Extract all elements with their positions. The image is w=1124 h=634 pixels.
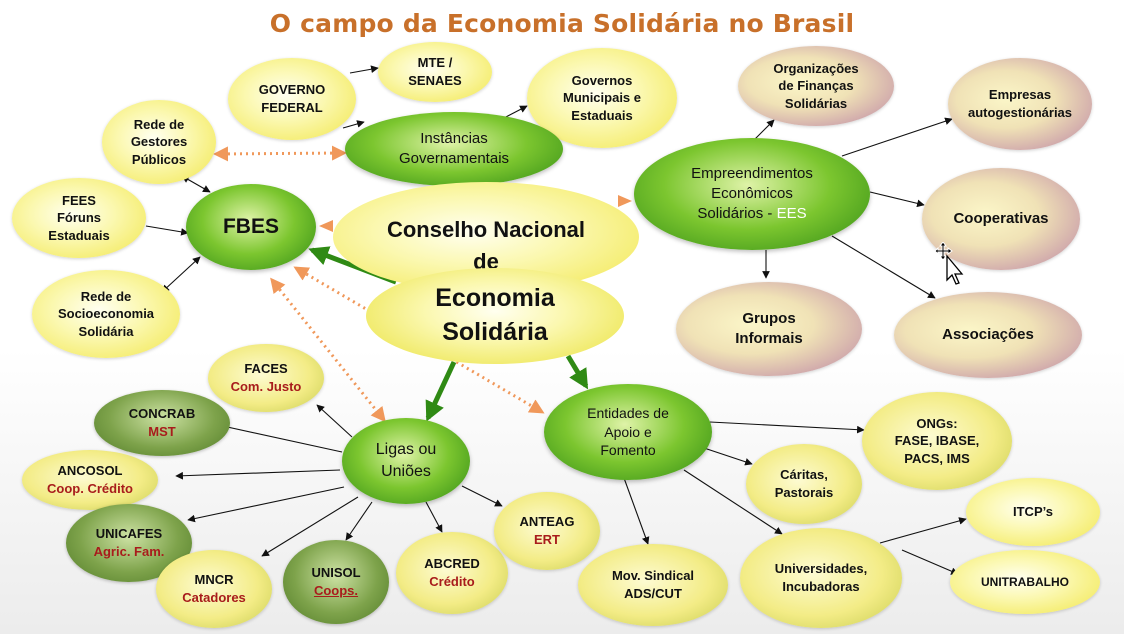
move-cursor-icon [935, 242, 964, 285]
arrow-ligas-ancosol [175, 469, 341, 480]
arrow-entidades-universidades [683, 469, 783, 535]
arrow-ligas-anteag [461, 485, 503, 507]
arrow-ligas-unisol [345, 501, 373, 541]
arrow-conselho-entidades [565, 354, 589, 390]
orange-arrowhead-ees [618, 195, 632, 207]
arrow-fees-fbes [145, 225, 189, 236]
node-fbes: FBES [186, 184, 316, 270]
arrow-ligas-unicafes [187, 486, 345, 523]
arrow-socio-fbes [161, 256, 201, 293]
node-itcps: ITCP’s [966, 478, 1100, 546]
arrow-conselho-ligas [425, 360, 457, 422]
arrow-gf-mte [349, 65, 379, 74]
arrow-ees-cooperativas [869, 191, 925, 208]
arrow-entidades-ongs [709, 421, 865, 434]
node-mte-senaes: MTE /SENAES [378, 42, 492, 102]
arrow-ees-associacoes [831, 235, 936, 299]
node-economia-solidaria: Economia Solidária [366, 268, 624, 364]
orange-arrowhead-fbes [319, 220, 333, 232]
node-caritas: Cáritas,Pastorais [746, 444, 862, 524]
arrow-univ-itcps [879, 517, 967, 544]
page-title: O campo da Economia Solidária no Brasil [269, 9, 855, 38]
node-universidades: Universidades,Incubadoras [740, 528, 902, 628]
arrow-entidades-sindical [623, 477, 650, 545]
node-unitrabalho: UNITRABALHO [950, 550, 1100, 614]
arrow-ligas-faces [316, 404, 353, 438]
node-associacoes: Associações [894, 292, 1082, 378]
arrow-ligas-mncr [261, 496, 359, 557]
dotted-gestores-instancias [213, 145, 347, 162]
arrow-entidades-caritas [703, 447, 753, 466]
arrow-ligas-abcred [425, 501, 443, 533]
arrow-gf-instancias [342, 120, 365, 129]
arrow-univ-unitrabalho [901, 549, 959, 575]
node-ongs: ONGs:FASE, IBASE,PACS, IMS [862, 392, 1012, 490]
arrow-ees-empresas [841, 117, 953, 157]
